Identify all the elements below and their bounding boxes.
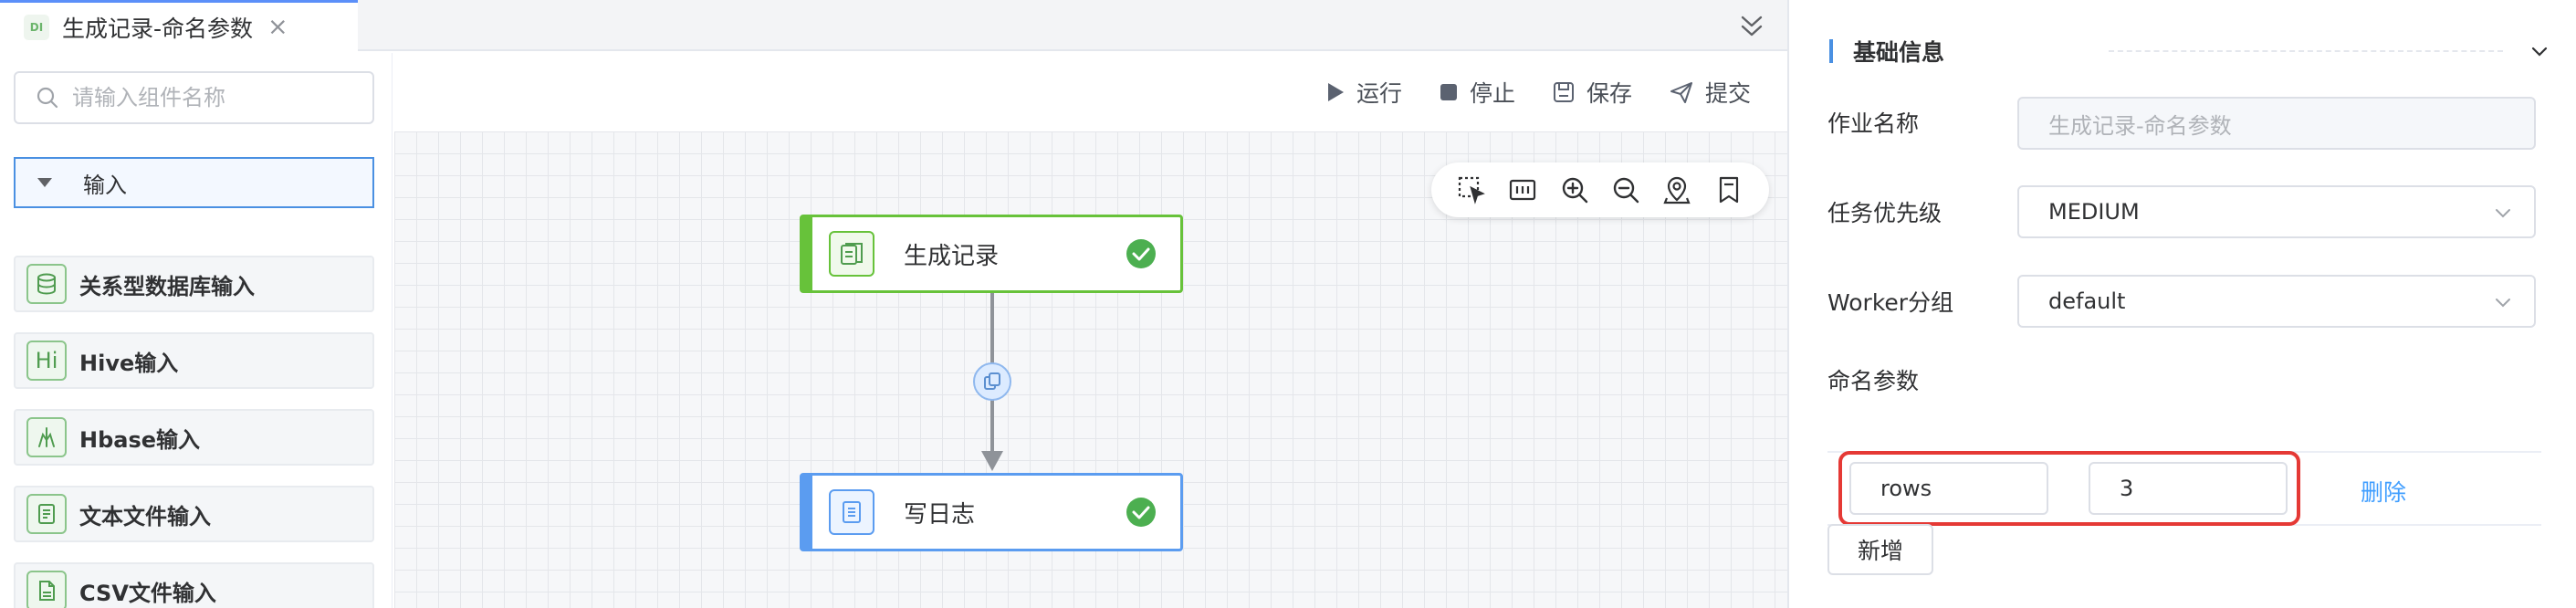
success-check-icon <box>1126 498 1156 527</box>
component-csv-file-input[interactable]: CSV文件输入 <box>14 562 374 608</box>
param-value-input[interactable]: 3 <box>2089 462 2288 515</box>
edge-copy-icon[interactable] <box>973 362 1011 401</box>
component-label: Hbase输入 <box>79 426 201 453</box>
chevron-down-icon[interactable] <box>2529 40 2550 62</box>
component-rdb-input[interactable]: 关系型数据库输入 <box>14 256 374 312</box>
submit-label: 提交 <box>1704 80 1751 107</box>
component-hive-input[interactable]: Hi Hive输入 <box>14 332 374 389</box>
submit-button[interactable]: 提交 <box>1669 76 1751 109</box>
job-name-field: 生成记录-命名参数 <box>2017 97 2536 150</box>
job-name-value: 生成记录-命名参数 <box>2048 112 2232 139</box>
play-icon <box>1327 83 1344 101</box>
section-title: 基础信息 <box>1853 39 1945 66</box>
csv-file-icon <box>26 571 67 608</box>
worker-group-select[interactable]: default <box>2017 275 2536 328</box>
highlight-box <box>1838 451 2300 526</box>
section-accent-bar <box>1829 39 1833 63</box>
database-icon <box>26 264 67 304</box>
component-palette: 输入 关系型数据库输入 Hi Hive输入 Hbase输入 文本文件输入 <box>0 53 393 608</box>
canvas-toolbar: 运行 停止 保存 提交 <box>394 53 1787 131</box>
fit-view-icon[interactable] <box>1507 174 1538 205</box>
priority-value: MEDIUM <box>2048 199 2140 225</box>
locate-icon[interactable] <box>1661 174 1692 205</box>
success-check-icon <box>1126 239 1156 268</box>
stop-button[interactable]: 停止 <box>1439 76 1515 109</box>
section-divider <box>2109 50 2503 52</box>
properties-panel: 基础信息 作业名称 生成记录-命名参数 任务优先级 MEDIUM Worker分… <box>1787 0 2576 608</box>
section-header-basic-info[interactable]: 基础信息 <box>1829 33 2550 69</box>
tab-bar: DI 生成记录-命名参数 × <box>0 0 1787 51</box>
save-label: 保存 <box>1586 80 1632 107</box>
priority-select[interactable]: MEDIUM <box>2017 185 2536 238</box>
component-label: Hive输入 <box>79 350 179 376</box>
job-name-label: 作业名称 <box>1827 110 1920 137</box>
edge-arrowhead <box>981 451 1003 471</box>
bookmark-icon[interactable] <box>1713 174 1744 205</box>
caret-down-icon <box>37 178 52 187</box>
stop-label: 停止 <box>1469 80 1515 107</box>
named-params-label: 命名参数 <box>1827 368 1920 394</box>
hive-icon: Hi <box>26 341 67 381</box>
component-label: 关系型数据库输入 <box>79 273 255 299</box>
param-row: rows 3 删除 <box>1827 451 2541 526</box>
zoom-out-icon[interactable] <box>1610 174 1641 205</box>
tab-job[interactable]: DI 生成记录-命名参数 × <box>0 0 358 51</box>
hbase-icon <box>26 417 67 457</box>
select-area-icon[interactable] <box>1456 174 1487 205</box>
job-tab-icon: DI <box>24 14 49 40</box>
text-file-icon <box>26 494 67 534</box>
search-input[interactable] <box>72 85 364 110</box>
tab-title: 生成记录-命名参数 <box>62 15 254 42</box>
search-icon <box>37 87 58 109</box>
stop-icon <box>1440 84 1457 100</box>
send-icon <box>1670 82 1692 103</box>
component-label: CSV文件输入 <box>79 580 216 606</box>
save-icon <box>1553 82 1574 102</box>
delete-param-link[interactable]: 删除 <box>2361 479 2407 506</box>
component-text-file-input[interactable]: 文本文件输入 <box>14 486 374 542</box>
chevron-down-icon <box>2496 299 2510 308</box>
node-generate-records[interactable]: 生成记录 <box>800 215 1183 293</box>
priority-label: 任务优先级 <box>1827 200 1942 226</box>
param-name-value: rows <box>1880 476 1932 501</box>
run-button[interactable]: 运行 <box>1325 76 1402 109</box>
add-param-button[interactable]: 新增 <box>1827 524 1933 575</box>
close-icon[interactable]: × <box>267 13 288 41</box>
search-box[interactable] <box>14 71 374 124</box>
records-icon <box>829 231 874 277</box>
component-label: 文本文件输入 <box>79 503 211 529</box>
save-button[interactable]: 保存 <box>1552 76 1632 109</box>
log-icon <box>829 489 874 535</box>
node-label: 写日志 <box>904 500 976 529</box>
param-value-value: 3 <box>2120 476 2134 501</box>
canvas-tools <box>1431 162 1769 217</box>
component-hbase-input[interactable]: Hbase输入 <box>14 409 374 466</box>
worker-group-value: default <box>2048 288 2126 314</box>
chevron-down-icon <box>2496 209 2510 218</box>
param-name-input[interactable]: rows <box>1849 462 2048 515</box>
node-write-log[interactable]: 写日志 <box>800 473 1183 551</box>
zoom-in-icon[interactable] <box>1559 174 1590 205</box>
worker-group-label: Worker分组 <box>1827 289 1954 316</box>
group-label: 输入 <box>83 172 127 198</box>
run-label: 运行 <box>1356 80 1402 107</box>
double-chevron-down-icon[interactable] <box>1736 11 1767 42</box>
node-label: 生成记录 <box>904 242 1000 270</box>
group-input[interactable]: 输入 <box>14 157 374 208</box>
